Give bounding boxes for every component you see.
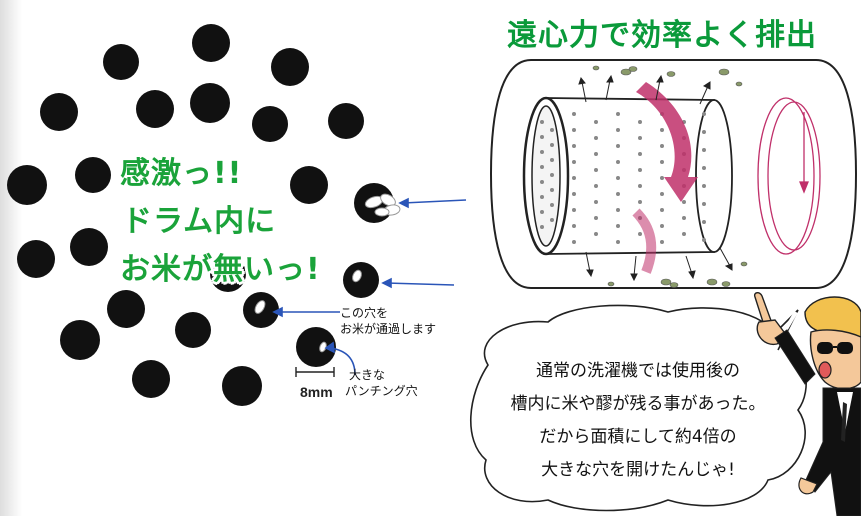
hole xyxy=(40,93,78,131)
hole xyxy=(136,90,174,128)
speech-line-3: だから面積にして約4倍の xyxy=(539,427,737,447)
hole xyxy=(210,256,246,292)
hole-caption-line-1: この穴を xyxy=(340,306,389,320)
hole xyxy=(290,166,328,204)
headline-line-3: お米が無いっ! xyxy=(120,252,321,287)
hole xyxy=(192,24,230,62)
hole xyxy=(190,83,230,123)
hole xyxy=(7,165,47,205)
punched-holes-diagram: 8mm この穴を お米が通過します 大きな パンチング穴 感激っ!! ドラム内に… xyxy=(7,24,467,406)
hole xyxy=(103,44,139,80)
headline-line-1: 感激っ!! xyxy=(120,156,243,191)
punch-caption-line-1: 大きな xyxy=(349,368,386,382)
hole xyxy=(107,290,145,328)
hole xyxy=(328,103,364,139)
right-title: 遠心力で効率よく排出 xyxy=(507,18,817,53)
blue-arrows xyxy=(272,197,467,376)
speech-line-4: 大きな穴を開けたんじゃ! xyxy=(541,460,735,480)
punch-caption: 大きな パンチング穴 xyxy=(345,367,418,399)
hole xyxy=(252,106,288,142)
rice-grain-icon xyxy=(254,300,266,314)
hole xyxy=(17,240,55,278)
hole-caption-line-2: お米が通過します xyxy=(340,322,437,336)
speech-line-1: 通常の洗濯機では使用後の xyxy=(536,361,740,381)
rice-grain-icon xyxy=(352,269,362,283)
scale-label: 8mm xyxy=(300,384,333,400)
speech-line-2: 槽内に米や醪が残る事があった。 xyxy=(510,394,766,414)
rice-grains-icon xyxy=(364,193,401,217)
hole xyxy=(75,157,111,193)
hole xyxy=(132,360,170,398)
hole xyxy=(60,320,100,360)
punch-caption-line-2: パンチング穴 xyxy=(345,384,418,398)
hole xyxy=(222,366,262,406)
hole-caption: この穴を お米が通過します xyxy=(340,305,436,337)
professor-character-icon xyxy=(753,292,861,516)
hole-with-rice xyxy=(343,262,379,298)
faded-edge-decoration xyxy=(0,0,22,516)
headline-line-2: ドラム内に xyxy=(122,204,277,239)
scale-bar xyxy=(295,367,335,377)
hole xyxy=(271,48,309,86)
hole xyxy=(70,228,108,266)
speech-bubble-text: 通常の洗濯機では使用後の 槽内に米や醪が残る事があった。 だから面積にして約4倍… xyxy=(478,356,798,486)
hole xyxy=(175,312,211,348)
drum-illustration xyxy=(489,59,858,289)
